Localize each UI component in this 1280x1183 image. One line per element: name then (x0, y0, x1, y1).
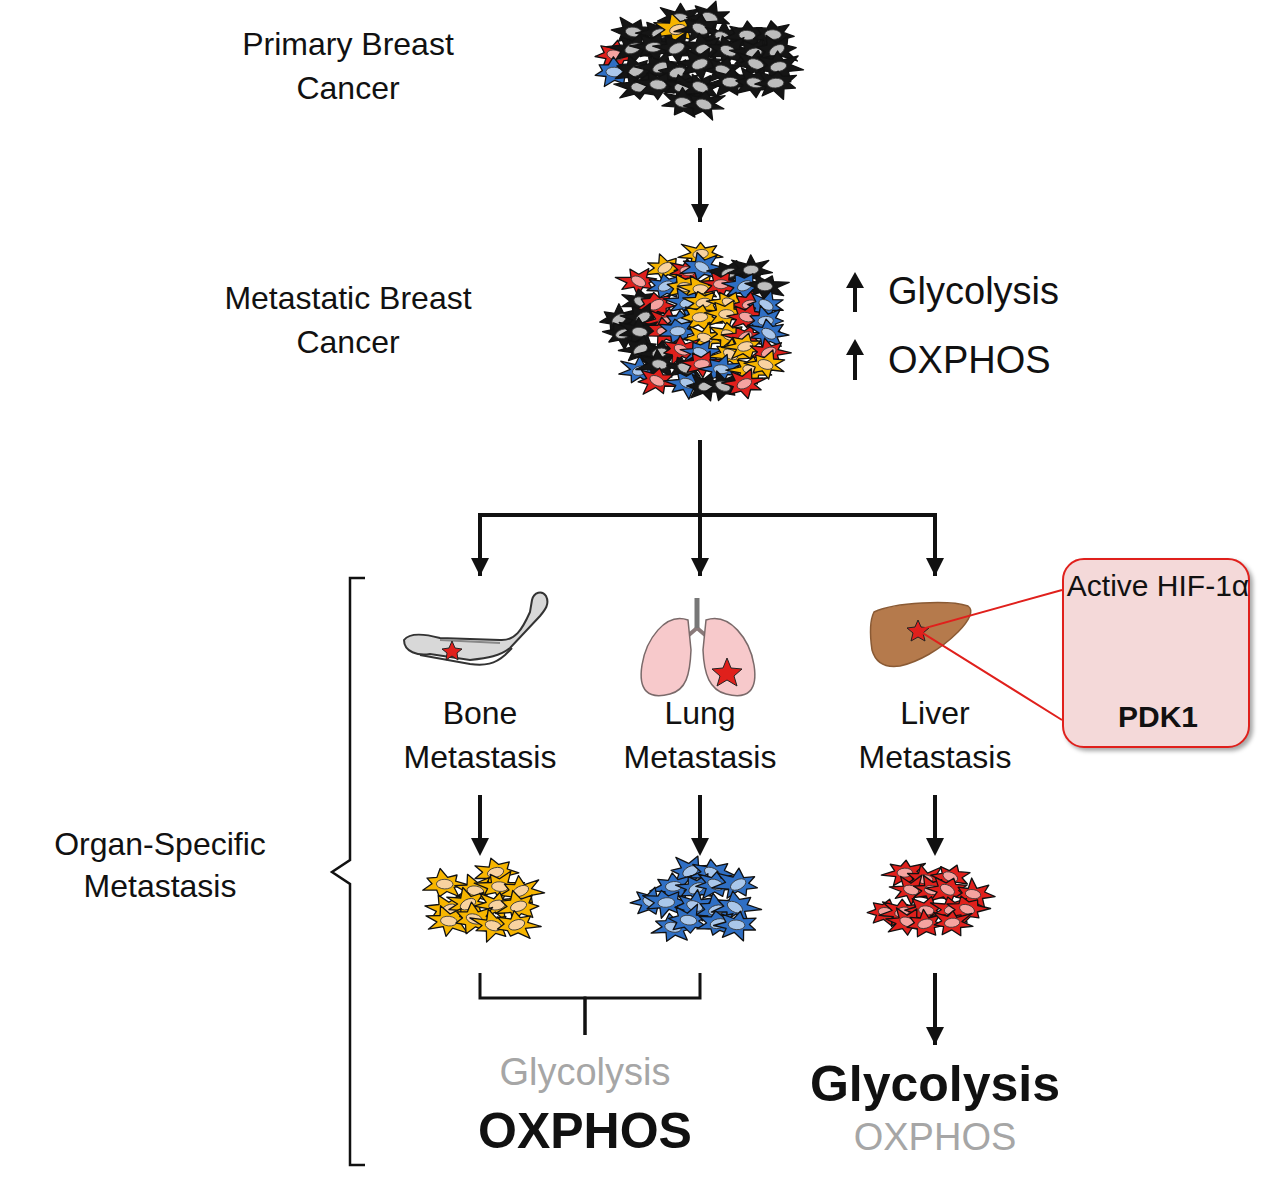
node-text: PDK1 (1064, 697, 1252, 738)
cell-nucleus (670, 326, 686, 336)
cell-nucleus (729, 876, 748, 892)
cell (934, 911, 973, 936)
cell-nucleus (509, 899, 528, 913)
group-label: Organ-Specific Metastasis (20, 824, 300, 907)
cell (423, 869, 468, 897)
liver-icon (871, 603, 971, 667)
cell-nucleus (757, 358, 774, 372)
cell-nucleus (713, 364, 729, 374)
cell-nucleus (917, 917, 934, 930)
node-text: Glycolysis (425, 1047, 745, 1099)
cell-nucleus (722, 77, 739, 87)
cell (497, 911, 541, 939)
cell-nucleus (965, 888, 982, 900)
cell-nucleus (507, 918, 526, 932)
cell-nucleus (767, 78, 784, 89)
cell-nucleus (694, 97, 713, 112)
cell-nucleus (743, 265, 759, 275)
cell-nucleus (632, 327, 648, 338)
cell (755, 71, 797, 99)
down-arrow (471, 795, 944, 856)
cell (683, 91, 725, 120)
lung-icon (641, 598, 755, 696)
cell-nucleus (436, 879, 453, 889)
primary-tumor: Primary Breast Cancer (200, 5, 800, 140)
bone-metastasis: Bone Metastasis (385, 580, 575, 965)
cell (714, 911, 757, 941)
cell-nucleus (658, 897, 675, 908)
cell-nucleus (693, 259, 711, 274)
cell-nucleus (649, 79, 667, 90)
connector (480, 973, 585, 1035)
node-text: Bone Metastasis (385, 692, 575, 779)
bone-icon (404, 593, 547, 665)
node-text: Lung Metastasis (605, 692, 795, 779)
cell-nucleus (648, 373, 666, 388)
connector (933, 973, 937, 1045)
metabolism-outcome: GlycolysisOXPHOS (775, 1048, 1095, 1178)
connector (585, 973, 700, 1035)
up-arrow (846, 272, 864, 380)
cell-nucleus (735, 376, 753, 391)
cell-nucleus (757, 281, 773, 291)
cell-nucleus (944, 917, 960, 928)
cell-nucleus (958, 903, 975, 917)
metabolism-label: OXPHOS (888, 336, 1188, 385)
cell-nucleus (630, 274, 648, 289)
brace (332, 578, 365, 1165)
connector (480, 440, 700, 576)
metabolism-outcome: GlycolysisOXPHOS (425, 1045, 745, 1175)
liver-metastasis: Liver Metastasis (835, 580, 1035, 965)
node-text: Primary Breast Cancer (200, 23, 496, 110)
cell-nucleus (728, 919, 745, 930)
node-text: Glycolysis (775, 1050, 1095, 1118)
lung-metastasis: Lung Metastasis (605, 580, 795, 965)
cell-nucleus (484, 919, 503, 933)
node-text: OXPHOS (425, 1097, 745, 1165)
metabolism-label: Glycolysis (888, 267, 1188, 316)
node-text: OXPHOS (775, 1112, 1095, 1164)
metastatic-tumor: Metastatic Breast Cancer (200, 225, 800, 415)
cell-nucleus (939, 882, 957, 897)
cell-nucleus (760, 326, 778, 341)
cell (615, 269, 656, 296)
cell-nucleus (440, 915, 458, 926)
connector (698, 148, 702, 222)
cell-clusters (423, 1, 995, 942)
callout-box: Active HIF-1αPDK1 (1062, 558, 1250, 748)
node-text: Active HIF-1α (1064, 564, 1252, 608)
cell-nucleus (680, 914, 698, 926)
node-text: Liver Metastasis (835, 692, 1035, 779)
connector (700, 440, 935, 576)
node-text: Metastatic Breast Cancer (200, 277, 496, 364)
cell (722, 369, 768, 399)
